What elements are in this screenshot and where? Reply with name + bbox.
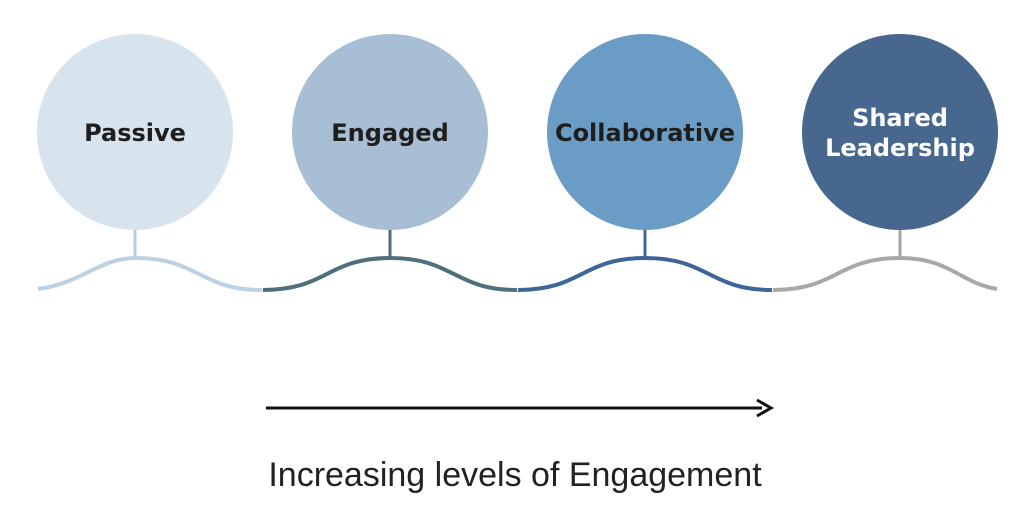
arrow-head-icon bbox=[756, 398, 775, 418]
stage-label: Engaged bbox=[331, 119, 449, 147]
stage-label: Collaborative bbox=[555, 119, 735, 147]
wave-segment bbox=[517, 255, 773, 292]
stage-circle bbox=[802, 34, 998, 230]
stage-circle bbox=[547, 34, 743, 230]
stage-circle bbox=[37, 34, 233, 230]
wave-segment bbox=[772, 255, 998, 292]
stage-label: Shared bbox=[852, 104, 948, 132]
wave-segment bbox=[37, 255, 263, 292]
stage-label: Leadership bbox=[825, 134, 975, 162]
stage-label: Passive bbox=[84, 119, 186, 147]
wave-segment bbox=[262, 255, 518, 292]
stage-circle bbox=[292, 34, 488, 230]
caption: Increasing levels of Engagement bbox=[268, 456, 762, 494]
